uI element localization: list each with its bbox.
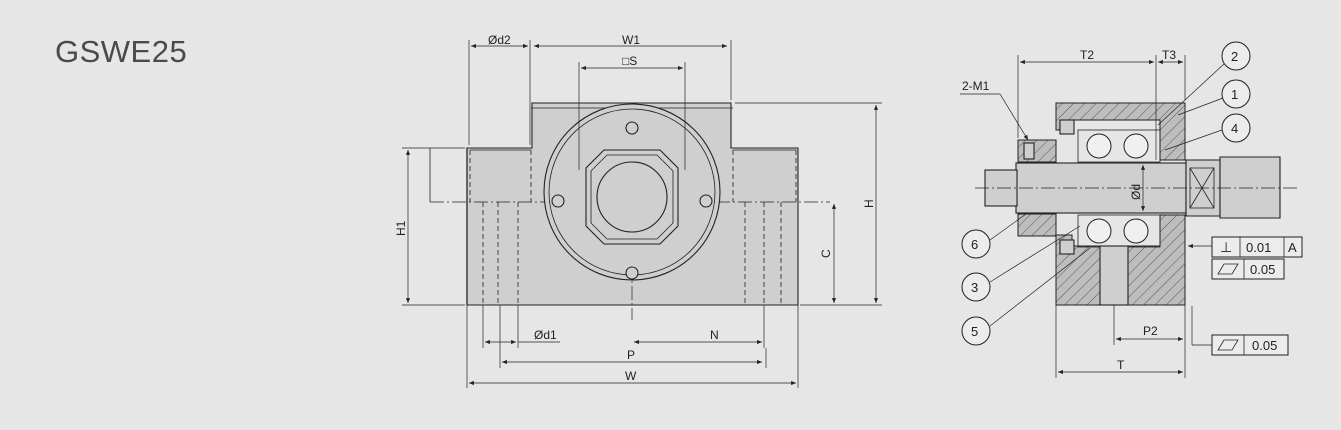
dim-t: T bbox=[1117, 358, 1125, 372]
housing-section-top bbox=[1055, 102, 1186, 161]
bearing-ball bbox=[1086, 133, 1112, 159]
svg-text:3: 3 bbox=[971, 280, 978, 295]
side-view: T2 T3 2-M1 Ød P2 T 2 1 4 bbox=[960, 41, 1303, 378]
callout-5: 5 bbox=[961, 247, 1091, 346]
dim-p: P bbox=[627, 348, 635, 362]
svg-text:0.05: 0.05 bbox=[1250, 262, 1275, 277]
dim-h: H bbox=[862, 199, 876, 208]
svg-text:A: A bbox=[1288, 240, 1297, 255]
page-title: GSWE25 bbox=[55, 34, 188, 69]
dim-d1: Ød1 bbox=[534, 328, 557, 342]
svg-text:5: 5 bbox=[971, 324, 978, 339]
callout-4: 4 bbox=[1164, 113, 1251, 151]
bearing-ball bbox=[1123, 133, 1149, 159]
bolt-hole bbox=[625, 266, 639, 280]
bolt-hole bbox=[625, 121, 639, 135]
flatness-frame-1: 0.05 bbox=[1211, 258, 1285, 280]
bolt-hole bbox=[699, 194, 713, 208]
dim-s: □S bbox=[622, 54, 637, 68]
dim-t2: T2 bbox=[1080, 48, 1094, 62]
callout-2: 2 bbox=[1157, 41, 1251, 126]
dim-d: Ød bbox=[1129, 184, 1143, 200]
callout-3: 3 bbox=[961, 225, 1081, 302]
dim-h1: H1 bbox=[394, 220, 408, 236]
bearing-ball bbox=[1086, 218, 1112, 244]
shaft-circle bbox=[596, 161, 668, 233]
front-view: Ød2 W1 □S H1 H C Ød1 N bbox=[394, 33, 882, 388]
dim-w1: W1 bbox=[622, 33, 640, 47]
bolt-hole bbox=[551, 194, 565, 208]
dim-m1: 2-M1 bbox=[962, 79, 990, 93]
dim-c: C bbox=[819, 249, 833, 258]
flatness-frame-2: 0.05 bbox=[1191, 306, 1289, 356]
svg-text:2: 2 bbox=[1231, 49, 1238, 64]
dim-n: N bbox=[710, 328, 719, 342]
perpendicularity-frame: ⊥ 0.01 A bbox=[1188, 236, 1303, 258]
dim-d2: Ød2 bbox=[488, 33, 511, 47]
svg-text:1: 1 bbox=[1231, 87, 1238, 102]
svg-text:⊥: ⊥ bbox=[1220, 239, 1232, 255]
dim-w: W bbox=[625, 369, 637, 383]
svg-text:0.05: 0.05 bbox=[1252, 338, 1277, 353]
dim-p2: P2 bbox=[1143, 324, 1158, 338]
svg-text:4: 4 bbox=[1231, 121, 1238, 136]
svg-text:0.01: 0.01 bbox=[1246, 240, 1271, 255]
callout-1: 1 bbox=[1177, 79, 1251, 116]
dim-t3: T3 bbox=[1162, 48, 1176, 62]
svg-text:6: 6 bbox=[971, 237, 978, 252]
bearing-ball bbox=[1123, 218, 1149, 244]
callout-6: 6 bbox=[961, 213, 1027, 259]
